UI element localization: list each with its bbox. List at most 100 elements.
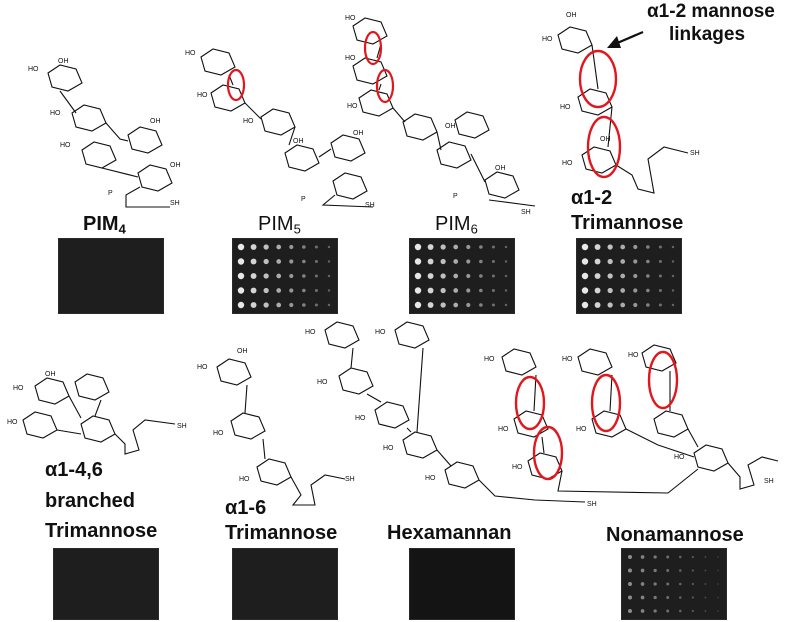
array-spot xyxy=(427,302,434,308)
array-spot xyxy=(414,258,422,265)
nonamannose-array-panel xyxy=(621,548,727,620)
array-spot xyxy=(466,273,471,279)
pim5-structure: HO HO HO OH OH P SH xyxy=(185,48,375,209)
array-spot xyxy=(491,245,495,249)
array-spot xyxy=(607,302,613,308)
nonamannose-label: Nonamannose xyxy=(606,524,744,546)
array-spot xyxy=(628,582,632,586)
oh-label: HO xyxy=(542,36,553,43)
sh-label: SH xyxy=(587,501,597,508)
oh-label: OH xyxy=(495,165,506,172)
array-spot xyxy=(504,245,508,249)
array-spot xyxy=(620,244,626,250)
pim5-sub: 5 xyxy=(293,221,301,237)
array-spot xyxy=(250,258,257,265)
array-spot xyxy=(581,301,589,309)
array-spot xyxy=(658,274,662,278)
oh-label: HO xyxy=(484,356,495,363)
array-spot xyxy=(658,259,662,264)
array-spot xyxy=(237,258,245,265)
alpha12-label-line2: Trimannose xyxy=(571,212,684,234)
oh-label: OH xyxy=(150,118,161,125)
alpha146-array-panel xyxy=(53,548,159,620)
array-spot xyxy=(653,568,657,573)
annotation-line-1: α1-2 mannose xyxy=(647,1,775,22)
oh-label: HO xyxy=(7,419,18,426)
array-spot xyxy=(646,245,650,249)
nonamannose-structure: HO HO HO HO HO HO HO SH xyxy=(484,344,779,494)
oh-label: OH xyxy=(293,138,304,145)
pim4-label: PIM4 xyxy=(83,213,126,236)
array-spot xyxy=(671,260,675,263)
oh-label: HO xyxy=(375,329,386,336)
array-spot xyxy=(414,287,422,294)
array-spot xyxy=(289,288,294,293)
oh-label: HO xyxy=(50,110,61,117)
oh-label: HO xyxy=(185,50,196,57)
array-spot xyxy=(679,569,682,572)
array-spot xyxy=(327,260,331,263)
alpha16-trimannose-structure: HO OH HO HO SH xyxy=(197,348,355,506)
oh-label: HO xyxy=(213,430,224,437)
oh-label: HO xyxy=(345,15,356,22)
oh-label: OH xyxy=(566,12,577,19)
array-spot xyxy=(314,303,318,307)
p-label: P xyxy=(108,190,113,197)
sh-label: SH xyxy=(177,423,187,430)
array-spot xyxy=(640,582,645,586)
oh-label: OH xyxy=(45,371,56,378)
array-spot xyxy=(666,582,670,586)
annotation-line-2: linkages xyxy=(669,24,746,45)
alpha12-array-panel xyxy=(576,238,682,314)
oh-label: HO xyxy=(383,445,394,452)
oh-label: HO xyxy=(317,379,328,386)
oh-label: HO xyxy=(305,329,316,336)
oh-label: HO xyxy=(498,426,509,433)
oh-label: OH xyxy=(600,136,611,143)
array-spot xyxy=(276,244,282,250)
oh-label: HO xyxy=(562,160,573,167)
array-spot xyxy=(633,273,638,279)
array-spot xyxy=(679,596,682,599)
oh-label: OH xyxy=(353,130,364,137)
array-spot xyxy=(327,289,331,292)
array-spot xyxy=(717,569,719,572)
oh-label: OH xyxy=(58,58,69,65)
array-spot xyxy=(440,244,446,250)
array-spot xyxy=(666,609,670,613)
array-spot xyxy=(314,274,318,278)
oh-label: HO xyxy=(197,364,208,371)
array-spot xyxy=(666,555,670,559)
hexamannan-array-panel xyxy=(409,548,515,620)
array-spot xyxy=(302,303,306,307)
array-spot xyxy=(440,302,446,308)
alpha12-label-line1: α1-2 xyxy=(571,187,613,209)
oh-label: HO xyxy=(28,66,39,73)
array-spot xyxy=(628,595,632,600)
array-spot xyxy=(607,244,613,250)
array-spot xyxy=(237,243,245,251)
array-spot xyxy=(646,274,650,278)
array-spot xyxy=(717,596,719,599)
array-spot xyxy=(479,303,483,307)
array-spot xyxy=(314,288,318,293)
array-spot xyxy=(607,287,613,294)
array-spot xyxy=(679,555,682,559)
oh-label: HO xyxy=(345,55,356,62)
array-spot xyxy=(276,288,282,293)
alpha16-array-panel xyxy=(232,548,338,620)
array-spot xyxy=(671,303,675,307)
array-spot xyxy=(628,568,632,573)
alpha12-trimannose-structure: HO OH HO HO OH SH xyxy=(542,12,700,194)
alpha12-highlight-ellipse xyxy=(514,375,546,431)
array-spot xyxy=(640,595,645,600)
oh-label: HO xyxy=(197,92,208,99)
array-spot xyxy=(679,609,682,613)
array-spot xyxy=(453,288,459,293)
array-spot xyxy=(646,259,650,264)
array-spot xyxy=(628,555,632,559)
array-spot xyxy=(414,272,422,280)
array-spot xyxy=(640,555,645,559)
oh-label: HO xyxy=(628,352,639,359)
alpha12-highlight-ellipse xyxy=(532,425,564,481)
